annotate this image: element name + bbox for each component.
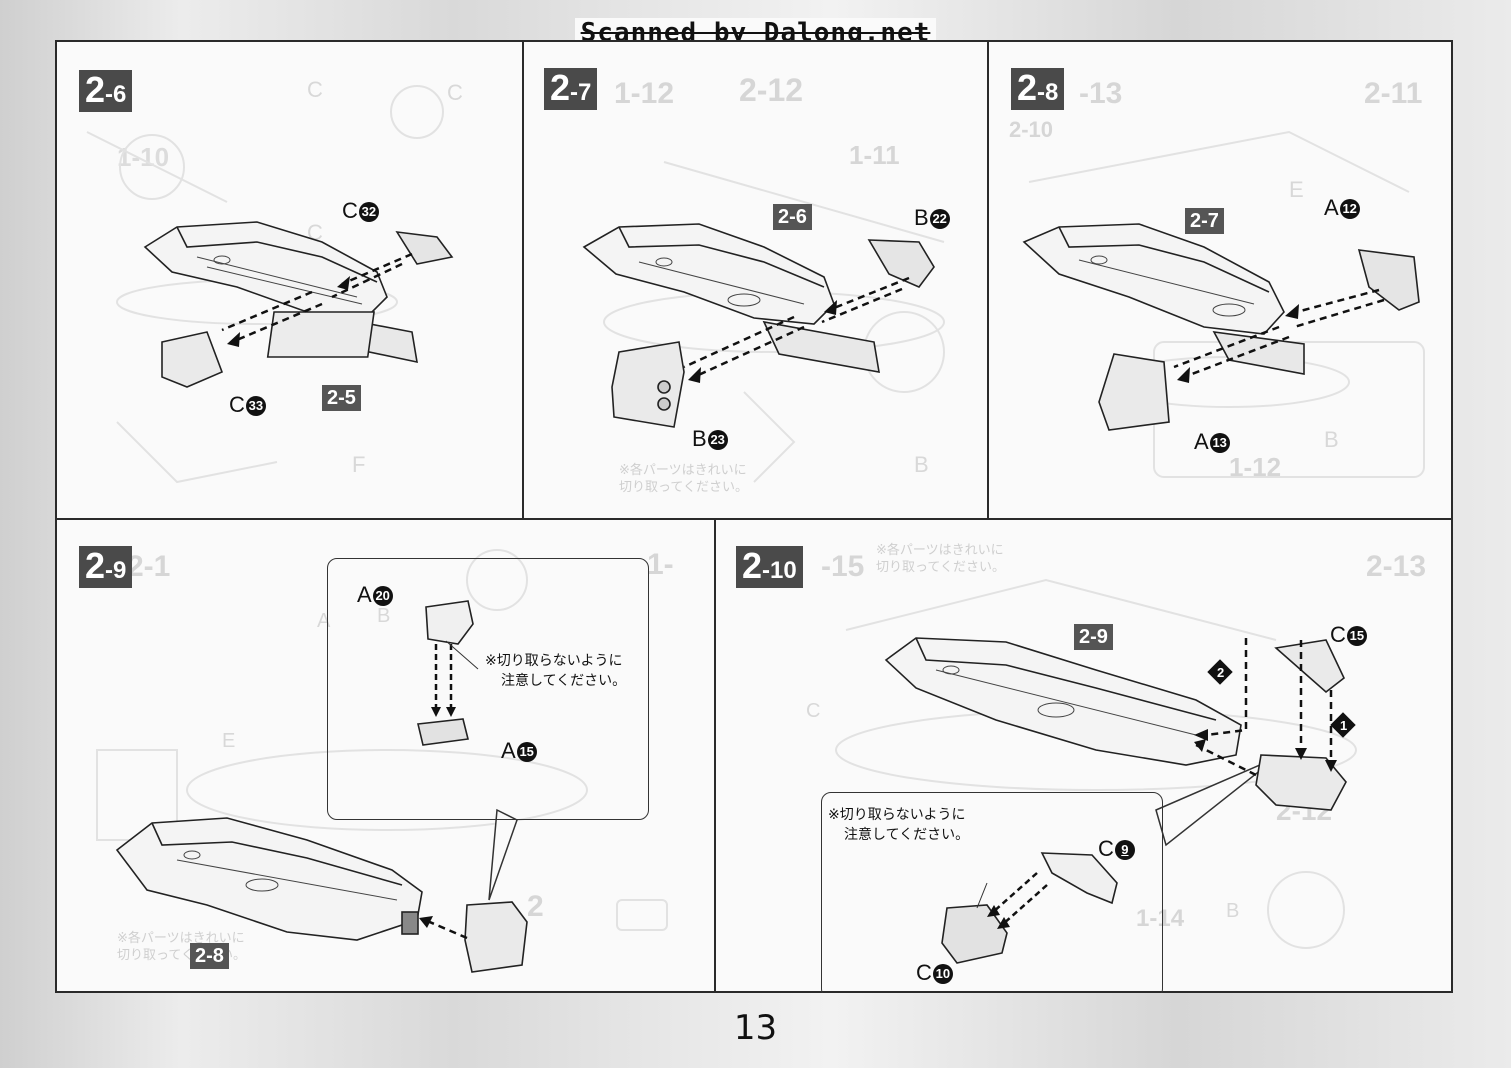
- page-number: 13: [733, 1008, 778, 1048]
- ghost-label: 2-11: [1364, 77, 1423, 110]
- ghost-label: 1-11: [849, 140, 900, 170]
- reference-step-label: 2-8: [190, 943, 229, 969]
- divider: [987, 42, 989, 520]
- ghost-label: 2-10: [1009, 117, 1054, 142]
- ghost-label: 2-13: [1366, 550, 1427, 583]
- assembly-illustration: [96, 549, 668, 973]
- step-panel-2-6: 1-10 C C C F: [57, 42, 522, 518]
- divider: [714, 518, 716, 993]
- assembly-illustration: [1022, 130, 1425, 478]
- ghost-label: B: [377, 605, 391, 627]
- ghost-label: 1-14: [1136, 905, 1185, 932]
- ghost-label: 2-1: [127, 550, 171, 583]
- ghost-label: 1-12: [614, 77, 675, 110]
- ghost-label: C: [447, 80, 463, 105]
- ghost-label: E: [222, 730, 236, 752]
- step-panel-2-10: -15 2-13 2-12 C C B 1-14 ※各パーツはきれいに切り取って…: [716, 520, 1453, 993]
- step-panel-2-7: 1-12 2-12 1-11 B ※各パーツはきれいに切り取ってください。: [524, 42, 987, 518]
- ghost-label: F: [352, 452, 366, 477]
- reference-step-label: 2-6: [773, 204, 812, 230]
- detail-callout: [821, 792, 1163, 993]
- ghost-label: B: [914, 452, 929, 477]
- ghost-note: ※各パーツはきれいに切り取ってください。: [619, 462, 748, 494]
- ghost-label: 1-10: [117, 142, 170, 172]
- order-mark: 1: [1340, 718, 1348, 733]
- step-number: 2-8: [1011, 68, 1065, 110]
- step-panel-2-8: -13 2-10 2-11 E B 1-12: [989, 42, 1453, 518]
- step-number: 2-9: [79, 546, 133, 588]
- assembly-illustration: [835, 578, 1357, 949]
- step-number: 2-7: [544, 68, 598, 110]
- divider: [57, 518, 1453, 520]
- ghost-label: -13: [1079, 77, 1123, 110]
- step-panel-2-9: 1- 2-1 B A E 2 ※各パーツはきれいに切り取ってください。: [57, 520, 714, 993]
- ghost-label: B: [1226, 900, 1240, 922]
- detail-callout: [327, 558, 649, 820]
- ghost-label: 2-12: [739, 72, 804, 108]
- caution-note: ※切り取らないように注意してください。: [828, 806, 970, 843]
- ghost-label: C: [307, 77, 323, 102]
- detail-illustration: [941, 852, 1118, 964]
- step-number: 2-6: [79, 70, 133, 112]
- reference-step-label: 2-7: [1185, 208, 1224, 234]
- caution-note: ※切り取らないように注意してください。: [485, 652, 627, 689]
- instruction-sheet: 1-10 C C C F: [55, 40, 1453, 993]
- ghost-label: 1-: [647, 548, 674, 581]
- ghost-label: E: [1289, 177, 1304, 202]
- step-number: 2-10: [736, 546, 803, 588]
- reference-step-label: 2-9: [1074, 624, 1113, 650]
- ghost-label: C: [806, 700, 821, 722]
- divider: [522, 42, 524, 520]
- reference-step-label: 2-5: [322, 385, 361, 411]
- assembly-illustration: [582, 161, 945, 483]
- ghost-label: -15: [821, 550, 865, 583]
- detail-illustration: [417, 600, 479, 746]
- assembly-illustration: [86, 85, 454, 484]
- ghost-label: 2: [527, 890, 544, 923]
- ghost-note: ※各パーツはきれいに切り取ってください。: [876, 542, 1005, 574]
- ghost-label: B: [1324, 427, 1339, 452]
- order-mark: 2: [1217, 665, 1225, 680]
